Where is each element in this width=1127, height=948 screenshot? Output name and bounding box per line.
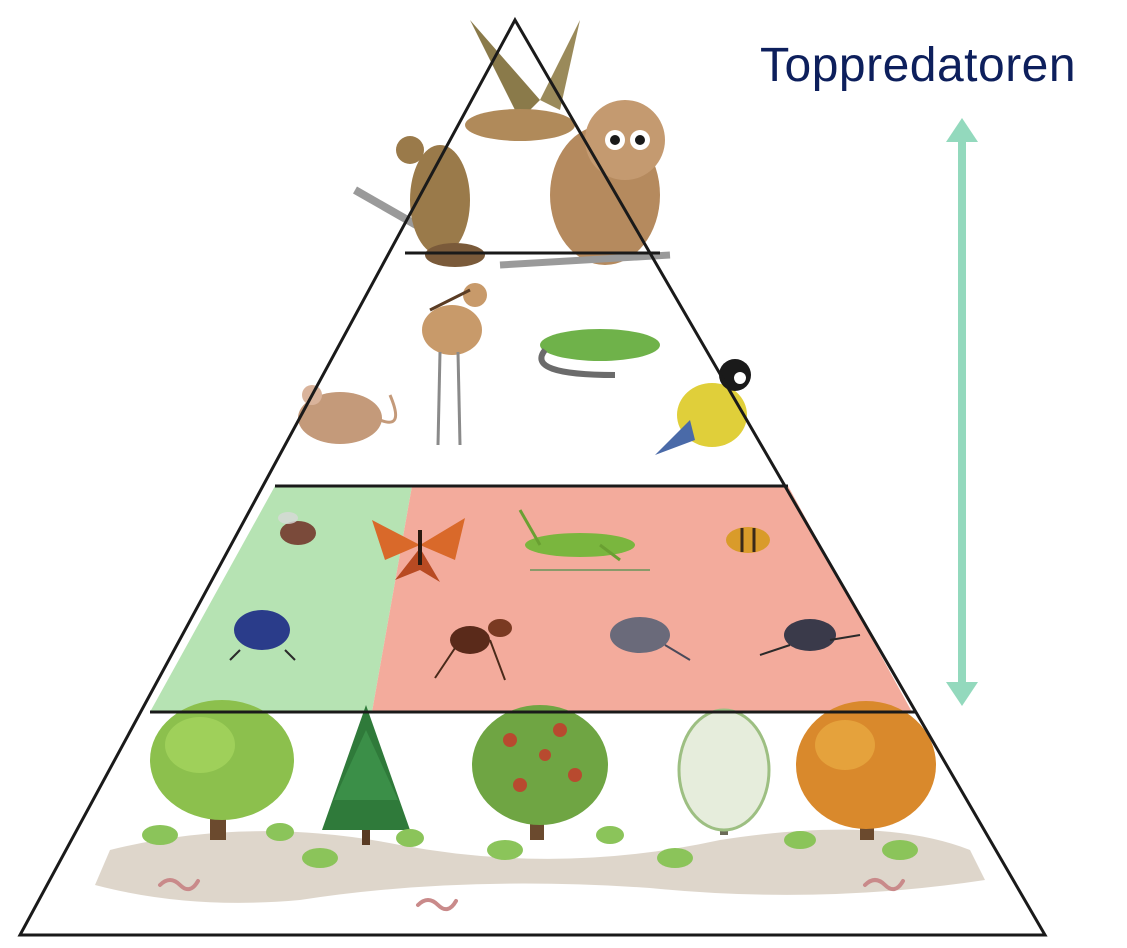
deciduous-tree-icon (150, 700, 294, 840)
great-tit-icon (655, 359, 751, 455)
arrow-head-down (946, 682, 978, 706)
bee-icon (726, 527, 770, 553)
fruit-tree-icon (472, 705, 608, 840)
top-predators-label: Toppredatoren (760, 38, 1076, 93)
marten-icon (355, 136, 485, 267)
arrow-head-up (946, 118, 978, 142)
red-zone (372, 486, 912, 712)
primary-consumers-tier (150, 486, 912, 712)
conifer-icon (322, 705, 410, 845)
autumn-tree-icon (796, 701, 936, 840)
lizard-icon (540, 329, 660, 375)
producers-tier (95, 700, 985, 909)
godwit-icon (422, 283, 487, 445)
trophic-arrow (946, 118, 978, 706)
ground (95, 830, 985, 903)
white-shrub-icon (679, 710, 769, 835)
